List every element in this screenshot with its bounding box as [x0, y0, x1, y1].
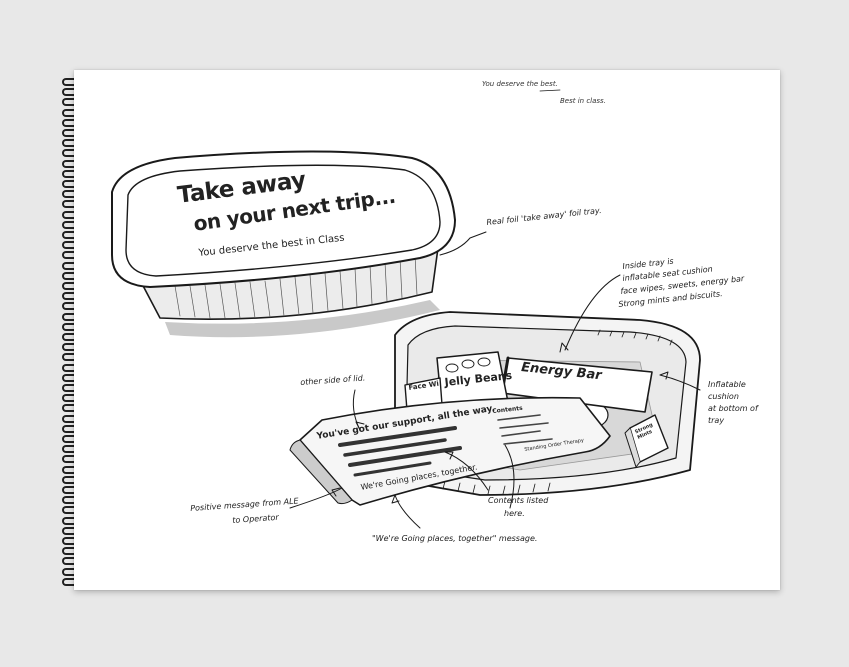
spiral-binding	[62, 78, 92, 588]
spiral-ring	[62, 455, 84, 464]
spiral-ring	[62, 567, 84, 576]
top-note-2: Best in class.	[560, 97, 606, 105]
spiral-ring	[62, 526, 84, 535]
spiral-ring	[62, 302, 84, 311]
spiral-ring	[62, 231, 84, 239]
spiral-ring	[62, 506, 84, 515]
spiral-ring	[62, 292, 84, 301]
spiral-ring	[62, 261, 84, 270]
annotation-contents-2: here.	[504, 509, 525, 518]
spiral-ring	[62, 139, 84, 148]
spiral-ring	[62, 251, 84, 260]
spiral-ring	[62, 312, 84, 321]
spiral-ring	[62, 353, 84, 362]
spiral-ring	[62, 149, 84, 158]
spiral-ring	[62, 465, 84, 474]
closed-tray-illustration	[111, 150, 456, 338]
spiral-ring	[62, 241, 84, 250]
spiral-ring	[62, 486, 84, 494]
spiral-ring	[62, 516, 84, 525]
annotation-leader-lines	[289, 231, 701, 529]
spiral-ring	[62, 547, 84, 556]
spiral-ring	[62, 88, 84, 97]
annotation-inflatable-3: at bottom of	[708, 404, 758, 413]
spiral-ring	[62, 129, 84, 137]
spiral-ring	[62, 220, 84, 229]
spiral-ring	[62, 169, 84, 178]
spiral-ring	[62, 404, 84, 413]
spiral-ring	[62, 435, 84, 443]
spiral-ring	[62, 322, 84, 331]
spiral-ring	[62, 414, 84, 423]
spiral-ring	[62, 282, 84, 290]
spiral-ring	[62, 78, 84, 86]
annotation-inflatable-1: Inflatable	[708, 380, 746, 389]
spiral-ring	[62, 159, 84, 168]
spiral-ring	[62, 537, 84, 545]
annotation-inflatable-4: tray	[708, 416, 725, 425]
spiral-ring	[62, 496, 84, 505]
spiral-ring	[62, 98, 84, 107]
spiral-ring	[62, 424, 84, 433]
annotation-contents-1: Contents listed	[488, 496, 549, 505]
spiral-ring	[62, 343, 84, 352]
spiral-ring	[62, 445, 84, 454]
spiral-ring	[62, 475, 84, 484]
spiral-ring	[62, 210, 84, 219]
lid-card-illustration	[289, 396, 611, 506]
spiral-ring	[62, 384, 84, 392]
spiral-ring	[62, 333, 84, 341]
top-note-1: You deserve the best.	[482, 80, 558, 88]
spiral-ring	[62, 363, 84, 372]
annotation-inflatable-2: cushion	[708, 392, 739, 401]
spiral-ring	[62, 271, 84, 280]
spiral-ring	[62, 373, 84, 382]
spiral-ring	[62, 180, 84, 188]
spiral-ring	[62, 118, 84, 127]
annotation-going-places: "We're Going places, together" message.	[372, 534, 538, 543]
spiral-ring	[62, 557, 84, 566]
spiral-ring	[62, 108, 84, 117]
spiral-ring	[62, 200, 84, 209]
spiral-ring	[62, 394, 84, 403]
spiral-ring	[62, 190, 84, 199]
spiral-ring	[62, 577, 84, 586]
